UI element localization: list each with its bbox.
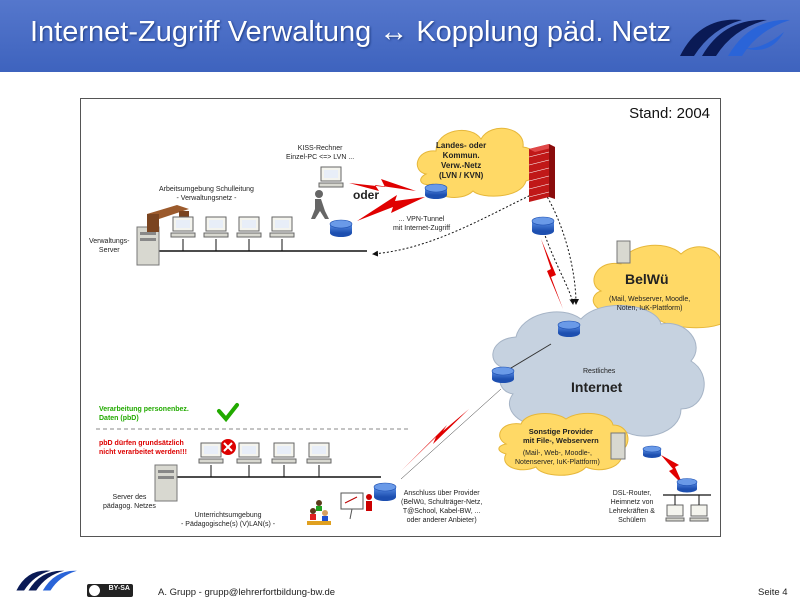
pc-icon: [236, 216, 262, 238]
verwaltungsserver-label: Verwaltungs-Server: [89, 238, 130, 254]
provider-detail-label: (Mail-, Web-, Moodle-,Notenserver, IuK-P…: [515, 450, 600, 466]
oder-label: oder: [353, 188, 380, 202]
internet-label: Internet: [571, 379, 623, 395]
router-icon: [491, 366, 515, 383]
link-pnet-router: [400, 388, 502, 480]
pc-icon: [269, 216, 295, 238]
pc-icon: [203, 216, 229, 238]
router-icon: [531, 216, 555, 235]
pc-icon: [236, 442, 262, 464]
lightning-1: [349, 179, 416, 191]
dotted-arrow-3: [540, 186, 579, 305]
verwaltungs-server-icon: [136, 226, 160, 266]
router-icon: [329, 219, 353, 237]
firewall-icon: [528, 144, 555, 202]
lfb-logo: [680, 19, 790, 56]
lightning-2: [357, 195, 425, 221]
router-icon: [642, 445, 662, 458]
arbeitsumgebung-label: Arbeitsumgebung Schulleitung- Verwaltung…: [159, 186, 254, 202]
page-title: Internet-Zugriff Verwaltung ↔ Kopplung p…: [30, 16, 672, 48]
belwue-detail-label: (Mail, Webserver, Moodle,Noten, IuK-Plat…: [609, 296, 691, 312]
pc-icon: [198, 442, 224, 464]
restliches-label: Restliches: [583, 368, 616, 375]
lightning-4: [401, 409, 469, 471]
stand-label: Stand: 2004: [629, 105, 710, 122]
cc-license-badge: BY-SA: [87, 584, 133, 597]
legend-ok-label: Verarbeitung personenbez.Daten (pbD): [99, 406, 189, 422]
lightning-3: [541, 239, 563, 309]
kiss-pc-icon: [318, 166, 344, 188]
router-icon: [373, 482, 397, 501]
footer-author: A. Grupp - grupp@lehrerfortbildung-bw.de: [158, 587, 336, 598]
title-bar: Internet-Zugriff Verwaltung ↔ Kopplung p…: [0, 0, 800, 72]
lightning-5: [661, 455, 683, 485]
footer-page: Seite 4: [758, 587, 788, 598]
lfb-logo-small: [16, 570, 77, 591]
dotted-arrow-2: [372, 193, 534, 257]
unterricht-label: Unterrichtsumgebung- Pädagogische(s) (V)…: [181, 512, 276, 528]
anschluss-label: Anschluss über Provider(BelWü, Schulträg…: [401, 490, 483, 524]
pc-icon: [170, 216, 196, 238]
forbidden-icon: [220, 439, 236, 455]
person-icon: [311, 190, 329, 219]
cc-icon: [89, 585, 100, 596]
provider-server-icon: [610, 432, 626, 460]
paed-server-icon: [154, 464, 178, 502]
pc-icon: [689, 504, 709, 522]
pc-icon: [665, 504, 685, 522]
students-icon: [307, 500, 331, 525]
pc-icon: [306, 442, 332, 464]
belwue-label: BelWü: [625, 271, 669, 287]
belwue-server-icon: [616, 240, 631, 264]
whiteboard-icon: [340, 492, 372, 520]
router-icon: [424, 183, 448, 199]
router-icon: [557, 320, 581, 337]
router-icon: [676, 478, 698, 493]
checkmark-icon: [217, 403, 239, 423]
license-label: BY-SA: [108, 585, 130, 592]
pc-icon: [271, 442, 297, 464]
dsl-label: DSL-Router,Heimnetz von Lehrekräften &Sc…: [609, 490, 655, 524]
